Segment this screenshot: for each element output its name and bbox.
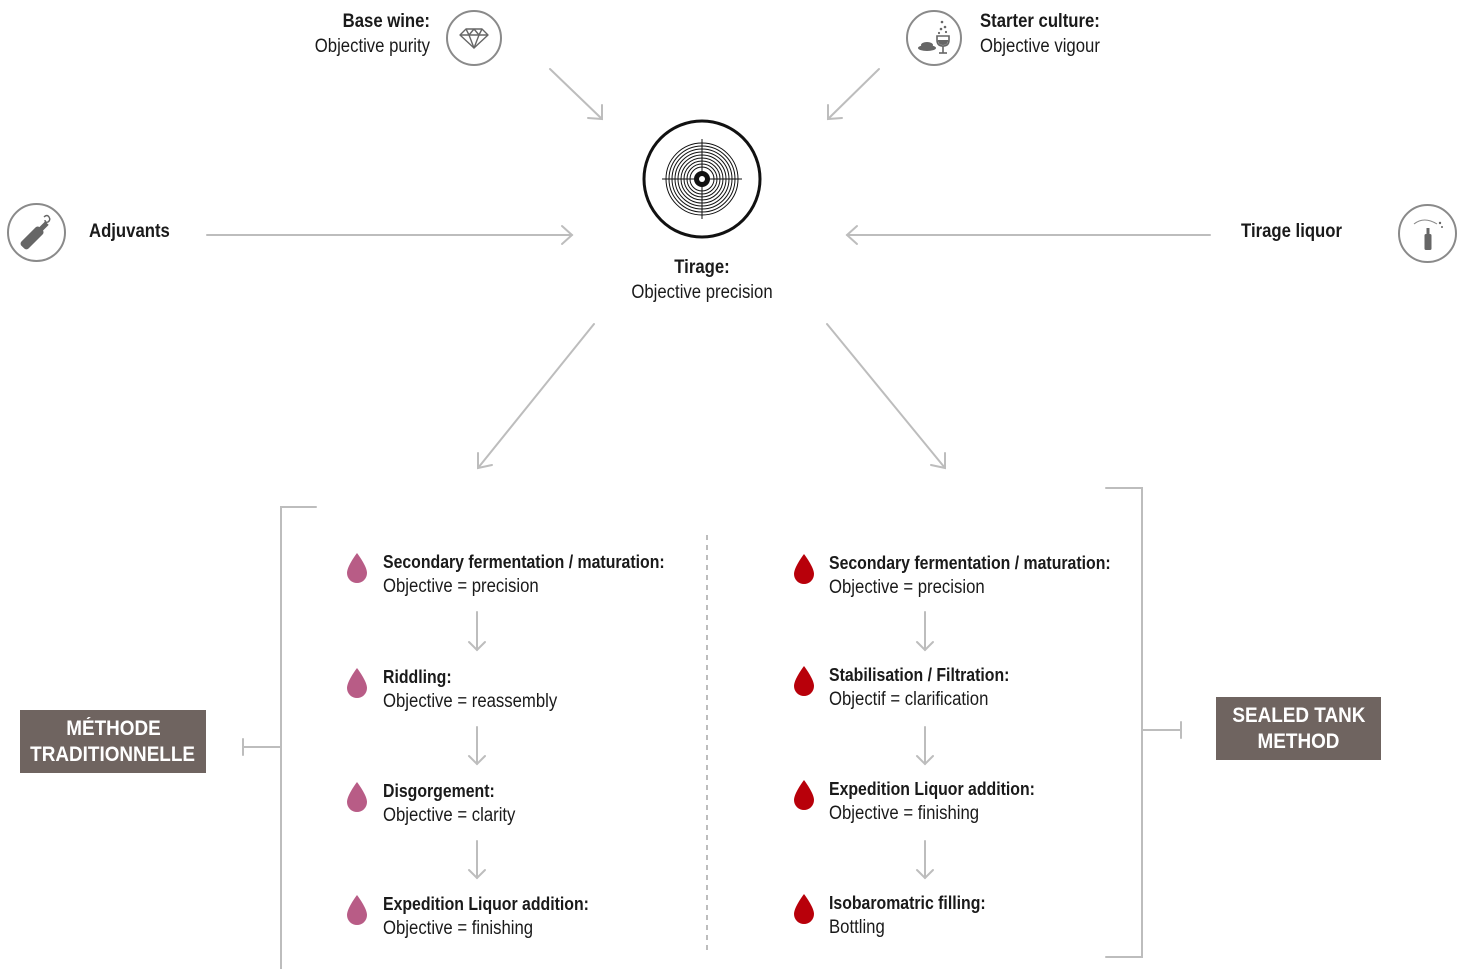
step-subtitle: Objective = reassembly — [383, 691, 558, 712]
base-wine-node: Base wine: Objective purity — [200, 10, 430, 60]
drop-icon — [347, 895, 367, 925]
step-subtitle: Objective = precision — [383, 576, 539, 597]
step-title: Secondary fermentation / maturation: — [829, 553, 1111, 573]
base-wine-subtitle: Objective purity — [314, 36, 430, 57]
drop-icon — [794, 554, 814, 584]
base-wine-title: Base wine: — [342, 11, 430, 32]
step-title: Secondary fermentation / maturation: — [383, 552, 665, 572]
drop-icon — [794, 894, 814, 924]
tirage-title: Tirage: — [674, 257, 730, 278]
tirage-node: Tirage: Objective precision — [602, 256, 802, 306]
bottle-icon — [7, 203, 66, 262]
methode-traditionnelle-label: MÉTHODE TRADITIONNELLE — [20, 710, 206, 773]
sealed-tank-line1: SEALED TANK — [1231, 703, 1366, 727]
tirage-liquor-node: Tirage liquor — [1210, 220, 1342, 244]
step-title: Expedition Liquor addition: — [383, 894, 589, 914]
diamond-icon — [446, 10, 502, 66]
methode-traditionnelle-line2: TRADITIONNELLE — [30, 742, 196, 766]
step-subtitle: Objective = clarity — [383, 805, 516, 826]
drop-icon — [347, 668, 367, 698]
step-subtitle: Bottling — [829, 917, 885, 938]
step-subtitle: Objective = finishing — [383, 918, 534, 939]
step-subtitle: Objectif = clarification — [829, 689, 989, 710]
tirage-liquor-title: Tirage liquor — [1241, 221, 1342, 242]
small-bottle-icon — [1398, 204, 1457, 263]
yeast-wine-glass-icon — [906, 10, 962, 66]
drop-icon — [347, 553, 367, 583]
starter-culture-title: Starter culture: — [980, 11, 1100, 32]
step-title: Riddling: — [383, 667, 452, 687]
drop-icon — [794, 666, 814, 696]
drop-icon — [794, 780, 814, 810]
methode-traditionnelle-line1: MÉTHODE — [65, 716, 161, 740]
drop-icon — [347, 782, 367, 812]
step-subtitle: Objective = precision — [829, 577, 985, 598]
starter-culture-node: Starter culture: Objective vigour — [980, 10, 1240, 60]
target-icon — [642, 119, 762, 239]
sealed-tank-line2: METHOD — [1257, 729, 1340, 753]
sealed-tank-method-label: SEALED TANK METHOD — [1216, 697, 1381, 760]
step-title: Disgorgement: — [383, 781, 495, 801]
adjuvants-node: Adjuvants — [89, 220, 239, 244]
step-title: Isobaromatric filling: — [829, 893, 986, 913]
step-subtitle: Objective = finishing — [829, 803, 980, 824]
tirage-subtitle: Objective precision — [631, 282, 773, 303]
starter-culture-subtitle: Objective vigour — [980, 36, 1100, 57]
adjuvants-title: Adjuvants — [89, 221, 170, 242]
step-title: Expedition Liquor addition: — [829, 779, 1035, 799]
step-title: Stabilisation / Filtration: — [829, 665, 1010, 685]
